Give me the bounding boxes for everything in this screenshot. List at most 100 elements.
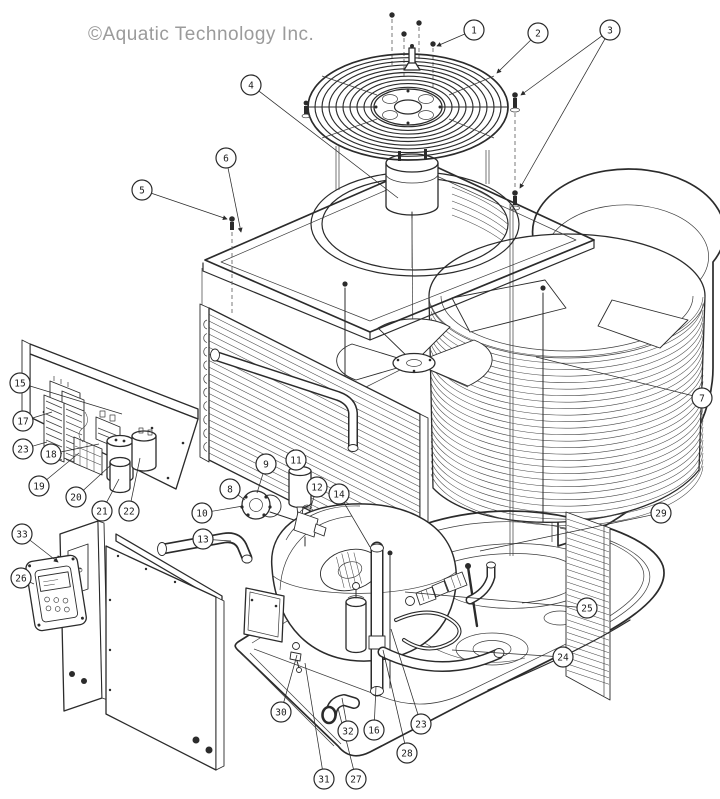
callout-circle (463, 19, 485, 41)
callout-circle (118, 500, 140, 522)
callout-number: 8 (227, 484, 233, 495)
leader-line (404, 591, 578, 608)
callout-1: 1 (436, 19, 485, 47)
callout-7: 7 (535, 356, 713, 409)
callout-8: 8 (219, 478, 246, 501)
air-baffle (451, 279, 567, 333)
callout-circle (396, 742, 418, 764)
callout-circle (28, 475, 50, 497)
leader-line (519, 38, 606, 189)
callout-number: 7 (699, 393, 705, 404)
callout-circle (270, 701, 292, 723)
callout-6: 6 (215, 147, 243, 233)
leader-line (211, 505, 244, 512)
run-capacitors (106, 427, 157, 494)
leader-line (390, 628, 419, 715)
leader-line (60, 443, 100, 453)
front-panel-wide (105, 545, 217, 771)
panel-screw (229, 216, 235, 222)
leader-line (496, 39, 532, 74)
callout-4: 4 (240, 74, 399, 199)
leader-line (130, 457, 141, 502)
callout-circle (12, 410, 34, 432)
callout-circle (91, 500, 113, 522)
callout-circle (285, 449, 307, 471)
callout-number: 24 (557, 652, 569, 663)
leader-line (374, 685, 377, 721)
leader-line (32, 441, 48, 447)
callout-23: 23 (390, 628, 432, 735)
coil-tube-sheet (199, 303, 210, 463)
leader-line (535, 356, 693, 396)
leader-line (29, 539, 59, 563)
callout-number: 1 (471, 25, 477, 36)
panel-bolt (512, 190, 518, 196)
callout-circle (410, 713, 432, 735)
leader-line (479, 514, 652, 552)
callout-2: 2 (496, 22, 549, 74)
callout-24: 24 (451, 646, 574, 668)
keypad-display (37, 571, 71, 592)
callout-33: 33 (11, 523, 59, 563)
callout-28: 28 (382, 649, 418, 764)
callout-22: 22 (118, 457, 141, 522)
callout-number: 4 (248, 80, 254, 91)
callout-11: 11 (285, 449, 307, 471)
callout-12: 12 (306, 476, 328, 514)
leader-line (46, 452, 80, 480)
callout-circle (40, 443, 62, 465)
leader-line (212, 539, 232, 542)
copper-loop (394, 610, 462, 651)
callout-15: 15 (9, 372, 123, 415)
callout-circle (192, 528, 214, 550)
callout-16: 16 (363, 685, 385, 741)
callout-circle (328, 483, 350, 505)
leader-line (258, 90, 399, 199)
water-pipe (377, 646, 505, 672)
leader-line (520, 35, 603, 96)
callout-number: 2 (535, 28, 541, 39)
base-pan (234, 510, 665, 757)
callout-13: 13 (192, 528, 232, 550)
callout-circle (576, 597, 598, 619)
callout-5: 5 (131, 179, 228, 220)
hairpin-bends (203, 319, 208, 452)
callout-number: 10 (196, 508, 208, 519)
callout-circle (337, 720, 359, 742)
callout-circle (240, 74, 262, 96)
callout-circle (691, 387, 713, 409)
electrical-panel (21, 339, 199, 494)
compressor (243, 503, 457, 673)
callout-circle (9, 372, 31, 394)
grille-bolt (512, 92, 518, 98)
pvc-pipe (368, 541, 386, 697)
callout-circle (306, 476, 328, 498)
control-keypad (25, 554, 87, 632)
leader-line (237, 494, 246, 501)
callout-number: 32 (342, 726, 353, 737)
callout-circle (65, 486, 87, 508)
callout-30: 30 (270, 654, 298, 723)
callout-circle (219, 478, 241, 500)
callout-19: 19 (28, 452, 80, 497)
callout-20: 20 (65, 463, 113, 508)
front-panels (25, 520, 225, 771)
callout-number: 23 (17, 444, 28, 455)
leader-line (227, 167, 243, 233)
callout-31: 31 (304, 662, 335, 790)
expansion-valve (293, 504, 327, 547)
callout-circle (313, 768, 335, 790)
callout-number: 31 (318, 774, 330, 785)
callout-26: 26 (10, 567, 35, 589)
callout-number: 12 (311, 482, 322, 493)
callout-number: 6 (223, 153, 229, 164)
callout-9: 9 (255, 453, 277, 494)
callout-25: 25 (404, 591, 598, 619)
callout-circle (10, 567, 32, 589)
callout-3: 3 (519, 19, 621, 189)
callout-18: 18 (40, 443, 100, 465)
callout-circle (527, 22, 549, 44)
